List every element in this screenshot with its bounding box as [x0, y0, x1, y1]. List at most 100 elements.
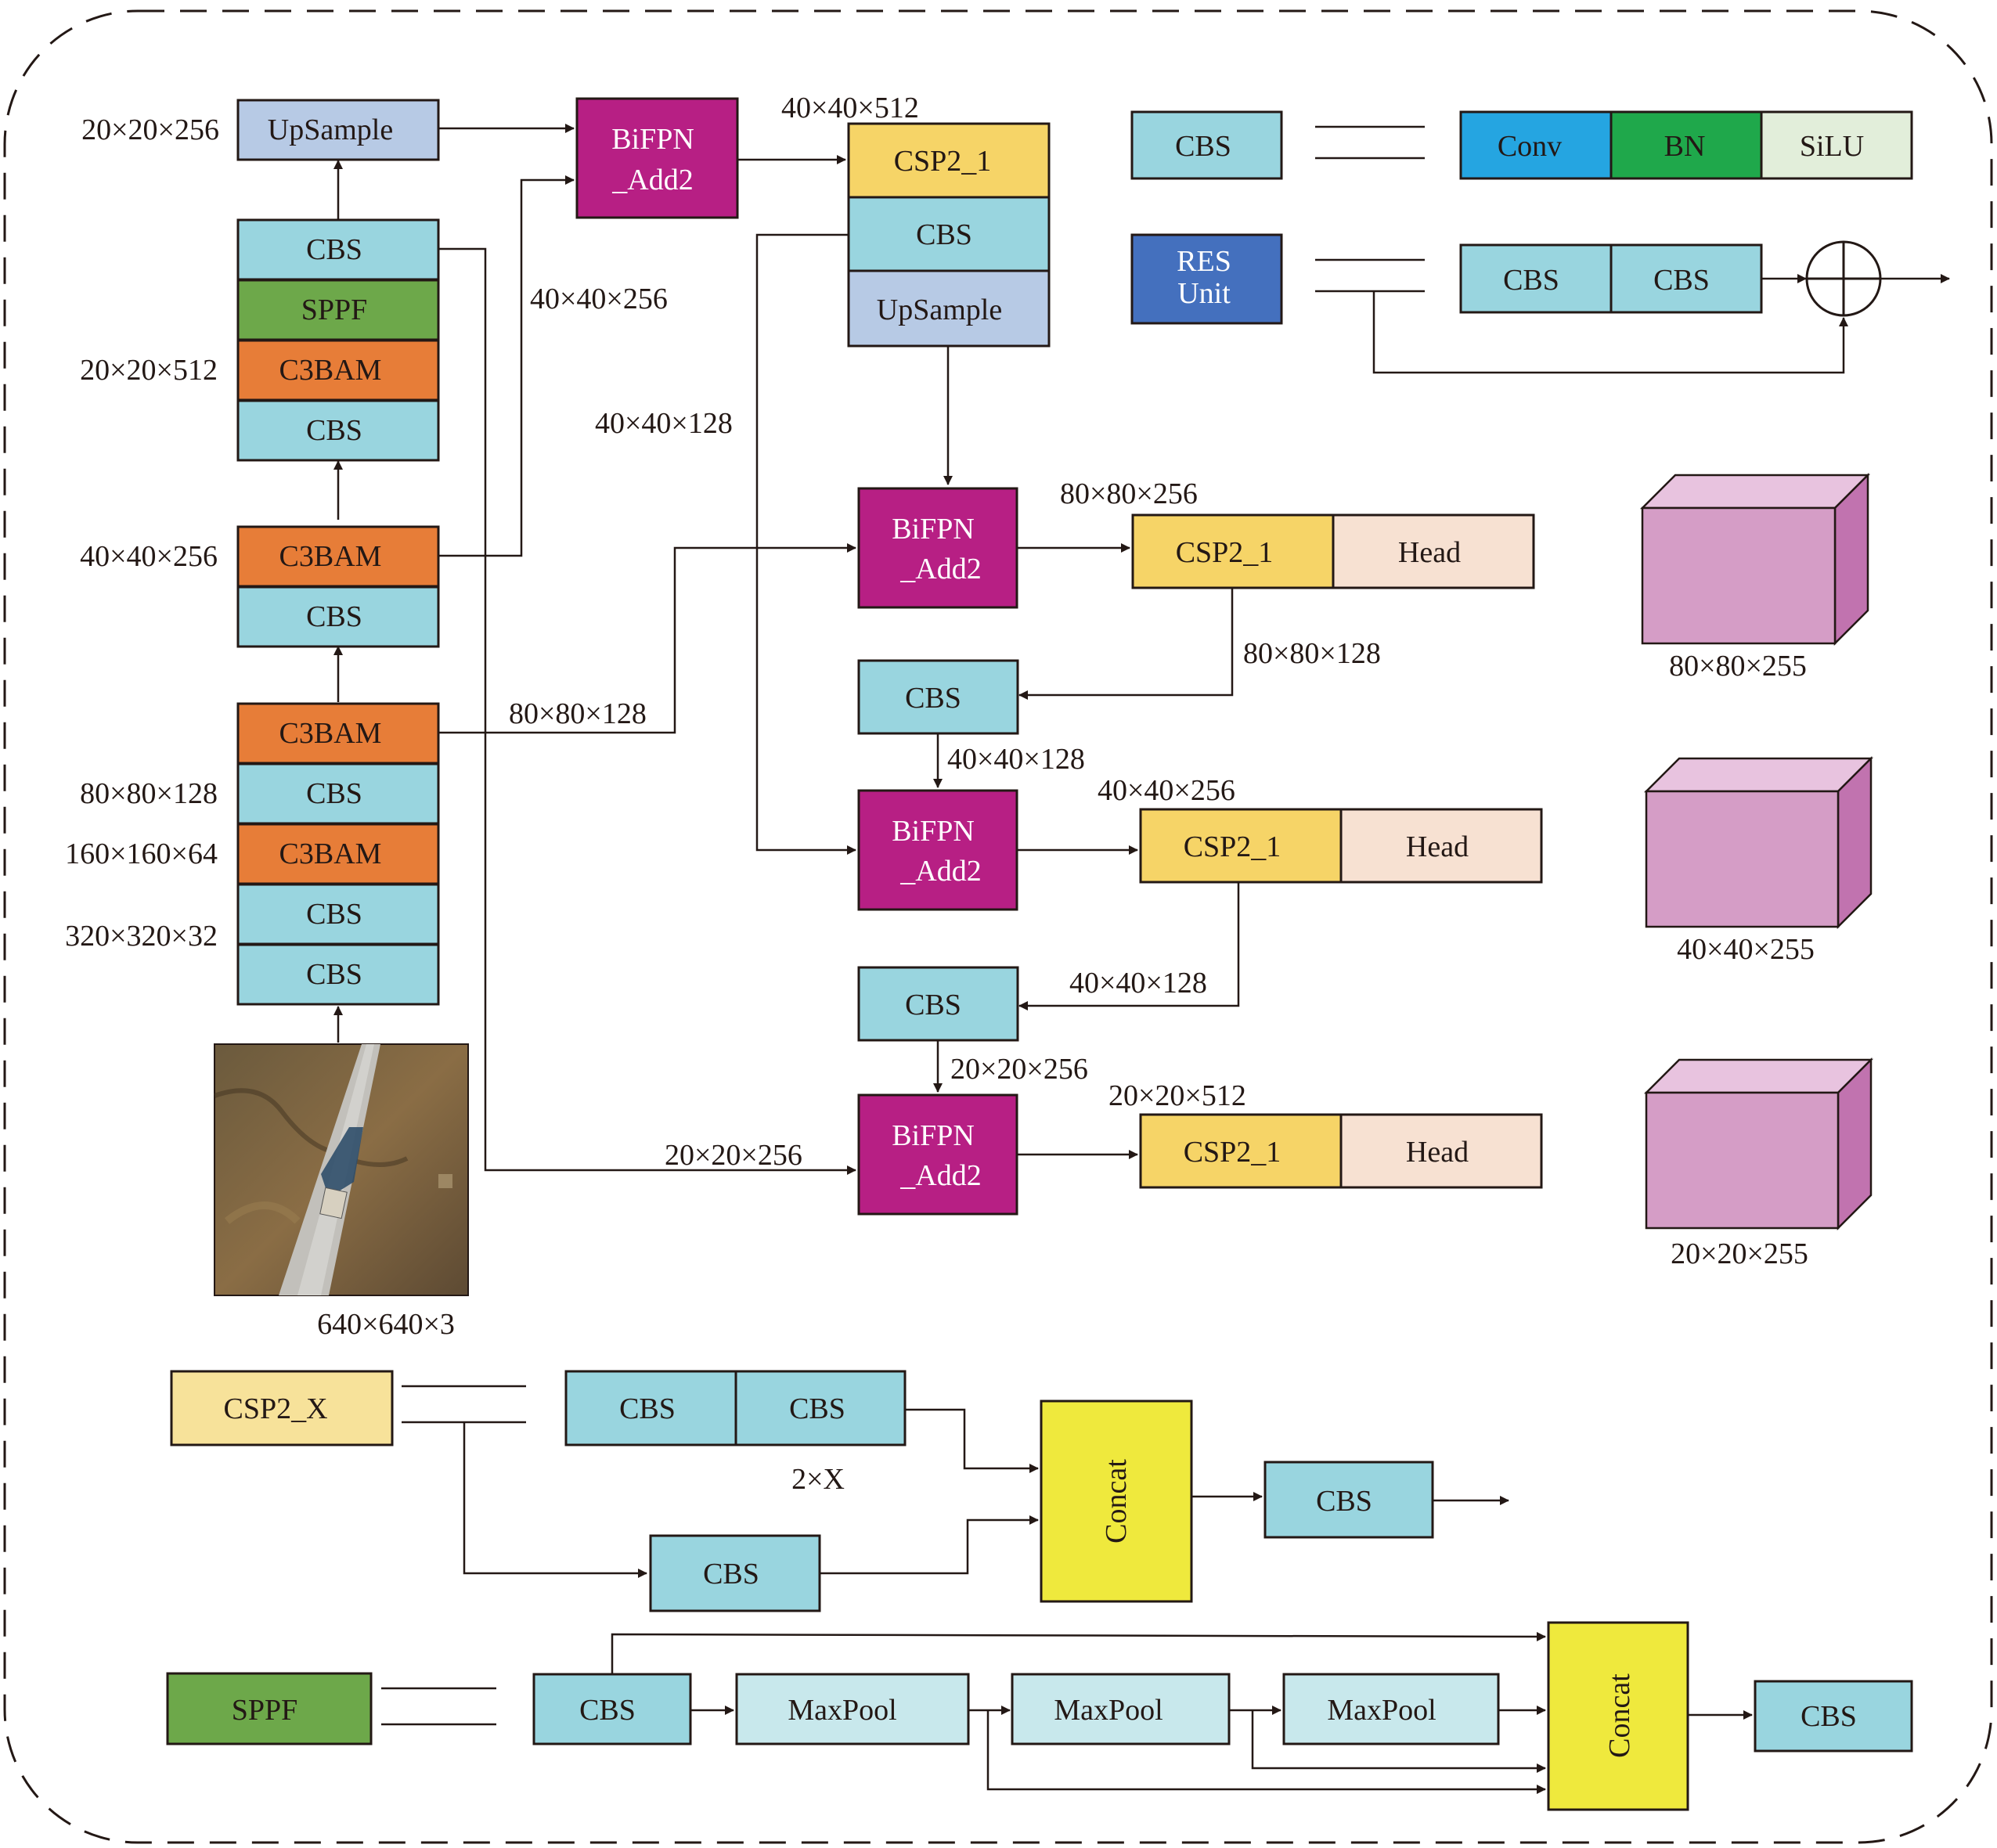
legend-conv-block — [1459, 110, 1613, 180]
head-p3-label: Head — [1398, 536, 1461, 569]
neck-upsample-top-block — [847, 269, 1051, 348]
legend-res-label-a: RES — [1177, 245, 1231, 278]
connectors — [333, 124, 1950, 1794]
bifpn-block-2 — [857, 487, 1018, 609]
backbone-upsample-block — [236, 99, 440, 161]
legend-maxpool-1-label: MaxPool — [788, 1694, 896, 1727]
backbone-cbs-5-label: CBS — [306, 898, 362, 931]
backbone-cbs-6-label: CBS — [306, 958, 362, 991]
output-cube-p4 — [1643, 755, 1874, 930]
legend-conv-label: Conv — [1498, 130, 1562, 163]
legend-csp2x-label: CSP2_X — [223, 1392, 327, 1425]
bifpn-2-label-b: _Add2 — [899, 553, 981, 585]
bifpn-1-label-b: _Add2 — [611, 164, 693, 196]
dim-80x80x128-a: 80×80×128 — [509, 697, 647, 730]
dim-40x40x512: 40×40×512 — [781, 92, 919, 124]
legend-res-cbs-2-label: CBS — [1653, 264, 1710, 297]
legend-cbs — [1130, 110, 1913, 180]
legend-sppf-cbs-block — [532, 1673, 692, 1745]
dashed-border — [3, 9, 1993, 1844]
legend-sppf-concat-block — [1547, 1621, 1689, 1811]
dim-320x320x32-backbone: 320×320×32 — [65, 920, 218, 953]
backbone-cbs-top-block — [236, 218, 440, 281]
csp-p3-label: CSP2_1 — [1176, 536, 1274, 569]
legend-csp2x-cbs-out-label: CBS — [1316, 1485, 1372, 1518]
backbone-cbs-6-block — [236, 943, 440, 1006]
legend-csp2x-repeat: 2×X — [791, 1463, 845, 1496]
legend-sppf-cbs-out-block — [1754, 1680, 1913, 1753]
neck-upsample-top-label: UpSample — [877, 294, 1002, 326]
output-cube-p5 — [1643, 1057, 1874, 1231]
backbone-cbs-4-block — [236, 762, 440, 825]
legend-sppf — [166, 1621, 1913, 1811]
bifpn-2-label-a: BiFPN — [892, 513, 975, 546]
dim-20x20x512: 20×20×512 — [1108, 1079, 1246, 1112]
backbone-sppf-block — [236, 279, 440, 341]
neck-cbs-top-label: CBS — [916, 218, 972, 251]
input-image — [213, 1043, 469, 1296]
dim-40x40x256-b: 40×40×256 — [1098, 774, 1235, 807]
backbone-cbs-3-block — [236, 585, 440, 648]
output-dim-p5: 20×20×255 — [1671, 1237, 1808, 1270]
bifpn-block-1 — [575, 97, 739, 219]
bifpn-1-label-a: BiFPN — [611, 123, 694, 156]
backbone-cbs-2-label: CBS — [306, 414, 362, 447]
backbone-cbs-4-label: CBS — [306, 777, 362, 810]
legend-maxpool-3-label: MaxPool — [1327, 1694, 1436, 1727]
legend-maxpool-1-block — [735, 1673, 970, 1745]
bifpn-3-label-b: _Add2 — [899, 855, 981, 888]
legend-csp2x-cbs-branch-label: CBS — [703, 1558, 759, 1590]
neck-cbs-block-2 — [857, 966, 1019, 1042]
legend-silu-block — [1760, 110, 1913, 180]
csp-p4-label: CSP2_1 — [1184, 830, 1281, 863]
legend-res — [1130, 233, 1882, 325]
legend-cbs-block — [1130, 110, 1283, 180]
dim-80x80x128-backbone: 80×80×128 — [80, 777, 218, 810]
neck — [575, 97, 1543, 1216]
legend-sppf-cbs-label: CBS — [579, 1694, 636, 1727]
dim-20x20x256-a: 20×20×256 — [950, 1053, 1088, 1086]
backbone-c3bam-4-label: C3BAM — [279, 838, 382, 870]
legend-csp2x-cbs-1-label: CBS — [619, 1392, 676, 1425]
dim-160x160x64-backbone: 160×160×64 — [65, 838, 218, 870]
backbone-c3bam-1-label: C3BAM — [279, 354, 382, 387]
legend-csp2x-concat-block — [1040, 1400, 1193, 1603]
dim-80x80x256: 80×80×256 — [1060, 477, 1198, 510]
bifpn-3-label-a: BiFPN — [892, 815, 975, 848]
legend-res-cbs-1-label: CBS — [1503, 264, 1559, 297]
neck-cbs-1-label: CBS — [905, 682, 961, 715]
backbone-cbs-top-label: CBS — [306, 233, 362, 266]
legend-res-label-b: Unit — [1177, 277, 1231, 310]
legend-sppf-cbs-out-label: CBS — [1801, 1700, 1857, 1733]
dim-40x40x128-b: 40×40×128 — [947, 743, 1085, 776]
legend-csp2x-cbs-1-block — [564, 1370, 737, 1446]
bifpn-4-label-a: BiFPN — [892, 1119, 975, 1152]
legend-csp2x — [170, 1370, 1434, 1612]
backbone — [236, 99, 440, 1006]
neck-csp-top-label: CSP2_1 — [894, 145, 992, 178]
legend-csp2x-cbs-2-block — [734, 1370, 907, 1446]
legend-csp2x-cbs-out-block — [1263, 1461, 1434, 1539]
backbone-c3bam-2-block — [236, 525, 440, 588]
dim-80x80x128-b: 80×80×128 — [1243, 637, 1381, 670]
neck-cbs-block-1 — [857, 659, 1019, 735]
legend-maxpool-2-block — [1011, 1673, 1231, 1745]
backbone-c3bam-2-label: C3BAM — [279, 540, 382, 573]
output-cubes — [1639, 472, 1874, 1231]
legend-csp2x-cbs-branch-block — [649, 1534, 821, 1612]
backbone-sppf-label: SPPF — [301, 294, 368, 326]
legend-res-cbs-1-block — [1459, 243, 1613, 314]
legend-bn-label: BN — [1664, 130, 1706, 163]
backbone-cbs-5-block — [236, 883, 440, 946]
legend-maxpool-3-block — [1282, 1673, 1500, 1745]
backbone-cbs-3-label: CBS — [306, 600, 362, 633]
bifpn-block-4 — [857, 1093, 1018, 1216]
neck-cbs-top-block — [847, 196, 1051, 272]
head-p5-label: Head — [1406, 1136, 1469, 1169]
legend-res-block — [1130, 233, 1283, 325]
backbone-c3bam-3-block — [236, 702, 440, 765]
csp-block-p4 — [1139, 808, 1343, 884]
csp-p5-label: CSP2_1 — [1184, 1136, 1281, 1169]
